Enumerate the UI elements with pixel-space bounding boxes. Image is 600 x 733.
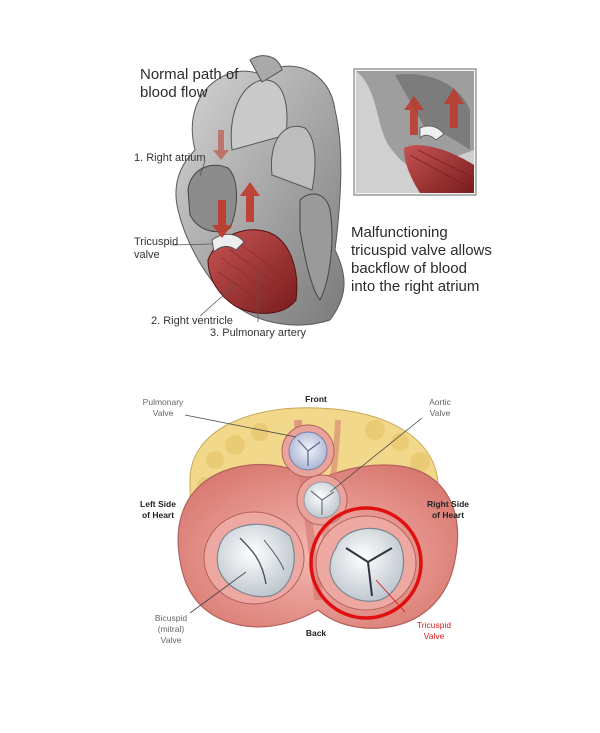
title-line-1: Normal path of — [140, 66, 239, 83]
label-tricuspid-line2: Valve — [424, 631, 445, 641]
top-leader-lines — [171, 160, 259, 322]
tricuspid-valve-bottom — [315, 515, 417, 611]
label-bicuspid-line3: Valve — [161, 635, 182, 645]
bottom-leader-lines — [184, 414, 423, 614]
pulmonary-valve — [281, 424, 335, 478]
inset-caption-line-2: tricuspid valve allows — [351, 242, 492, 259]
label-aortic-valve-line1: Aortic — [429, 397, 451, 407]
label-pulmonary-artery: 3. Pulmonary artery — [210, 327, 306, 339]
tricuspid-highlight-ring — [309, 506, 423, 620]
bicuspid-mitral-valve — [203, 511, 305, 605]
label-tricuspid-valve-line1: Tricuspid — [134, 236, 178, 248]
label-tricuspid-line1: Tricuspid — [417, 620, 451, 630]
title-line-2: blood flow — [140, 84, 208, 101]
label-left-side-line1: Left Side — [140, 499, 176, 509]
label-right-side-line1: Right Side — [427, 499, 469, 509]
aortic-valve — [296, 474, 348, 526]
label-back: Back — [306, 628, 327, 638]
label-pulmonary-valve-line2: Valve — [153, 408, 174, 418]
label-right-side-line2: of Heart — [432, 510, 464, 520]
inset-caption-line-3: backflow of blood — [351, 260, 467, 277]
label-pulmonary-valve-line1: Pulmonary — [143, 397, 184, 407]
label-left-side-line2: of Heart — [142, 510, 174, 520]
inset-caption-line-1: Malfunctioning — [351, 224, 448, 241]
label-right-atrium: 1. Right atrium — [134, 152, 206, 164]
label-aortic-valve-line2: Valve — [430, 408, 451, 418]
label-front: Front — [305, 394, 327, 404]
heart-cross-section — [175, 55, 345, 326]
valve-plane-illustration — [177, 407, 459, 629]
label-bicuspid-line1: Bicuspid — [155, 613, 187, 623]
label-right-ventricle: 2. Right ventricle — [151, 315, 233, 327]
label-tricuspid-valve-line2: valve — [134, 249, 160, 261]
label-bicuspid-line2: (mitral) — [158, 624, 185, 634]
inset-tricuspid-backflow — [353, 68, 477, 196]
inset-caption-line-4: into the right atrium — [351, 278, 479, 295]
blood-flow-arrows — [212, 130, 260, 238]
